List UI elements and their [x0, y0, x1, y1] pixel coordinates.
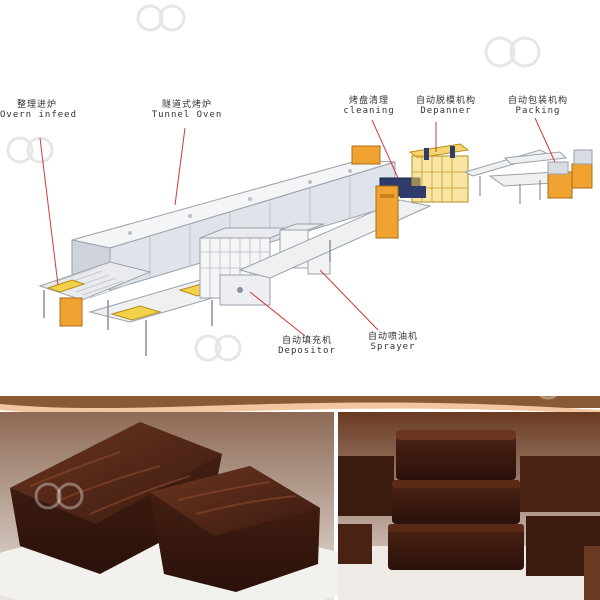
- brownie-photo-right: [338, 412, 600, 600]
- brownie-photos: [0, 396, 600, 600]
- infeed-motor: [59, 297, 83, 327]
- label-sprayer: 自动喷油机 Sprayer: [367, 332, 418, 353]
- brownie-photo-left: [0, 412, 370, 600]
- label-depanner: 自动脱模机构 Depanner: [415, 96, 476, 117]
- packing-machine: [547, 149, 593, 199]
- label-packing: 自动包装机构 Packing: [507, 96, 568, 117]
- production-line-diagram: [6, 4, 593, 362]
- oven-control-box: [351, 145, 381, 165]
- tray-yellow: [110, 305, 162, 321]
- brownie-stack: [388, 430, 524, 570]
- tunnel-oven: [71, 159, 396, 291]
- brand-logo-watermark: [34, 396, 558, 510]
- label-tunnel-oven: 隧道式烤炉 Tunnel Oven: [151, 100, 223, 121]
- tray-yellow: [46, 279, 86, 293]
- pointer-lines: [39, 117, 556, 337]
- label-cleaning: 烤盘清理 cleaning: [343, 96, 395, 117]
- label-overn-infeed: 整理进炉 Overn infeed: [0, 100, 78, 121]
- label-depositor: 自动填充机 Depositor: [278, 336, 336, 357]
- depanner: [400, 143, 470, 203]
